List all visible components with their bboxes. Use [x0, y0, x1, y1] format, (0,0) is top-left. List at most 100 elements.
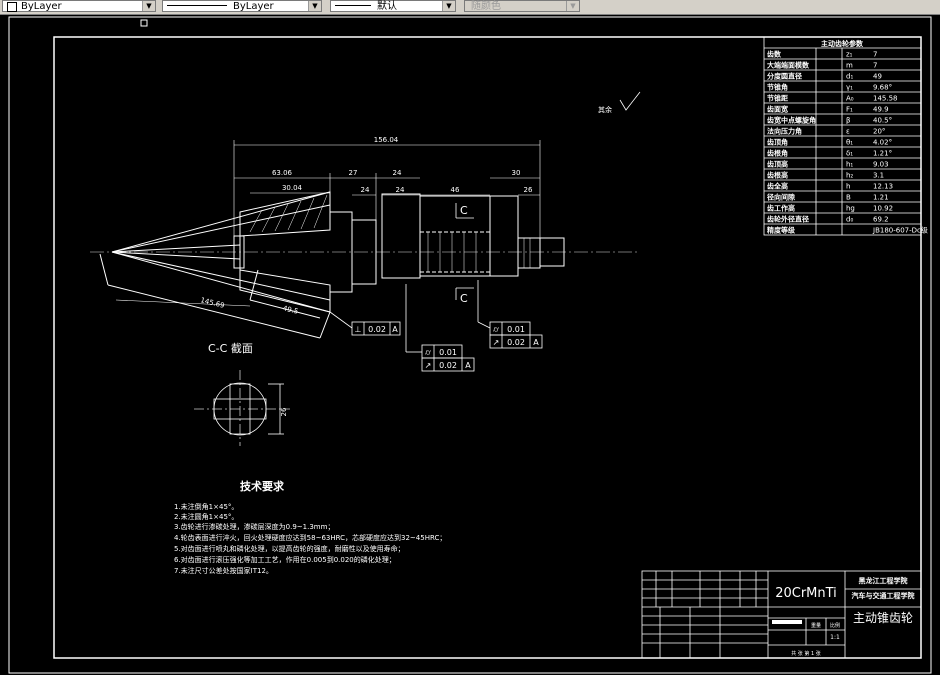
- dim-1: 63.06: [272, 169, 293, 177]
- param-name: 精度等级: [767, 226, 796, 235]
- param-value: 49.9: [873, 106, 889, 114]
- tol3b-ref: A: [465, 361, 471, 370]
- param-table-title: 主动齿轮参数: [821, 39, 864, 48]
- param-symbol: B: [846, 194, 851, 202]
- requirement-item: 5.对齿面进行喷丸和磷化处理，以提高齿轮的强度，耐磨性以及使用寿命；: [174, 544, 405, 553]
- requirement-item: 2.未注圆角1×45°。: [174, 512, 238, 521]
- tol2b-ref: A: [533, 338, 539, 347]
- tolerance-frame-1: [329, 311, 401, 336]
- tolerance-frame-3: [405, 284, 475, 372]
- param-name: 齿工作高: [767, 204, 795, 213]
- chevron-down-icon[interactable]: ▼: [308, 1, 321, 11]
- sheet-label: 共 张 第 1 张: [791, 650, 821, 657]
- param-name: 分度圆直径: [767, 72, 802, 81]
- school-name: 黑龙江工程学院: [859, 576, 908, 585]
- chevron-down-icon[interactable]: ▼: [142, 1, 155, 11]
- cut-marker-top: [455, 203, 474, 219]
- color-dropdown[interactable]: 随颜色 ▼: [464, 0, 580, 12]
- param-symbol: ε: [846, 128, 850, 136]
- param-value: 9.03: [873, 161, 889, 169]
- cut-label-bottom: C: [460, 292, 468, 305]
- surface-note: 其余: [598, 105, 612, 114]
- requirement-item: 3.齿轮进行渗碳处理，渗碳层深度为0.9~1.3mm；: [174, 522, 334, 531]
- param-symbol: h: [846, 183, 850, 191]
- param-value: 145.58: [873, 95, 898, 103]
- param-value: 12.13: [873, 183, 893, 191]
- param-name: 法向压力角: [767, 127, 802, 136]
- param-name: 齿全高: [767, 182, 788, 191]
- dim-small: 49.5: [282, 304, 299, 316]
- lineweight-dropdown[interactable]: 默认 ▼: [330, 0, 456, 12]
- weight-label: 重量: [811, 622, 821, 629]
- roughness-icon: [619, 91, 641, 111]
- cut-label-top: C: [460, 204, 468, 217]
- param-value: 4.02°: [873, 139, 892, 147]
- param-symbol: β: [846, 117, 850, 125]
- param-value: 69.2: [873, 216, 889, 224]
- param-value: 20°: [873, 128, 885, 136]
- dim-6: 24: [396, 186, 405, 194]
- tol3-value: 0.01: [439, 348, 457, 357]
- param-name: 节锥距: [767, 94, 788, 103]
- tol2b-value: 0.02: [507, 338, 525, 347]
- chevron-down-icon[interactable]: ▼: [566, 1, 579, 11]
- dim-9: 30: [512, 169, 521, 177]
- layer-dropdown[interactable]: ByLayer ▼: [2, 0, 156, 12]
- tol3-symbol: ⌭: [425, 348, 431, 357]
- dim-csec: 26: [280, 407, 288, 416]
- tol1-ref: A: [392, 325, 398, 334]
- param-symbol: z₁: [846, 51, 853, 59]
- tol3b-value: 0.02: [439, 361, 457, 370]
- requirements-title: 技术要求: [240, 479, 285, 493]
- param-symbol: d₁: [846, 73, 853, 81]
- chevron-down-icon[interactable]: ▼: [442, 1, 455, 11]
- tol3b-symbol: ↗: [425, 361, 432, 370]
- spline-section-view: [194, 370, 290, 446]
- param-value: 9.68°: [873, 84, 892, 92]
- tol1-symbol: ⊥: [355, 325, 362, 334]
- linetype-dropdown[interactable]: ByLayer ▼: [162, 0, 322, 12]
- department-name: 汽车与交通工程学院: [852, 591, 915, 600]
- param-symbol: A₀: [846, 95, 854, 103]
- param-value: 1.21: [873, 194, 889, 202]
- dim-4: 24: [393, 169, 402, 177]
- param-value: 40.5°: [873, 117, 892, 125]
- lineweight-preview: [335, 4, 371, 6]
- sheet-outer-border: [8, 16, 932, 674]
- parameter-table: [763, 36, 922, 236]
- title-block-fill: [772, 620, 802, 624]
- lineweight-value: 默认: [377, 1, 397, 12]
- param-symbol: h₁: [846, 161, 853, 169]
- part-name: 主动锥齿轮: [853, 611, 913, 625]
- param-value: JB180-607-Dc级: [872, 226, 928, 235]
- param-name: 齿面宽: [767, 105, 788, 114]
- requirements-list: 1.未注倒角1×45°。 2.未注圆角1×45°。 3.齿轮进行渗碳处理，渗碳层…: [174, 502, 446, 575]
- dim-7: 46: [451, 186, 460, 194]
- dimension-texts: 156.04 63.06 30.04 27 24 24 24 46 30 26 …: [200, 136, 533, 316]
- tol2-symbol: ⌭: [493, 325, 499, 334]
- param-value: 10.92: [873, 205, 893, 213]
- pinion-shaft-view: [90, 191, 640, 339]
- grip-marker[interactable]: [140, 19, 148, 27]
- properties-toolbar: ByLayer ▼ ByLayer ▼ 默认 ▼ 随颜色 ▼: [0, 0, 940, 15]
- title-block: [641, 570, 922, 659]
- dim-overall: 156.04: [374, 136, 399, 144]
- requirement-item: 6.对齿面进行滚压强化等加工工艺，作用在0.005到0.020的磷化处理；: [174, 555, 396, 564]
- dim-3: 27: [349, 169, 358, 177]
- param-symbol: m: [846, 62, 853, 70]
- param-value: 7: [873, 62, 877, 70]
- sheet-inner-border: [53, 36, 922, 659]
- material-label: 20CrMnTi: [775, 586, 837, 601]
- param-name: 齿数: [767, 50, 782, 59]
- ratio-label: 比例: [830, 622, 840, 629]
- dim-8: 26: [524, 186, 533, 194]
- color-swatch-icon: [7, 2, 17, 12]
- tol2-value: 0.01: [507, 325, 525, 334]
- param-symbol: h₂: [846, 172, 853, 180]
- param-name: 大端端面模数: [767, 61, 810, 70]
- param-name: 齿顶高: [767, 160, 788, 169]
- param-symbol: γ₁: [846, 84, 853, 92]
- param-name: 节锥角: [767, 83, 788, 92]
- param-name: 齿根角: [767, 149, 788, 158]
